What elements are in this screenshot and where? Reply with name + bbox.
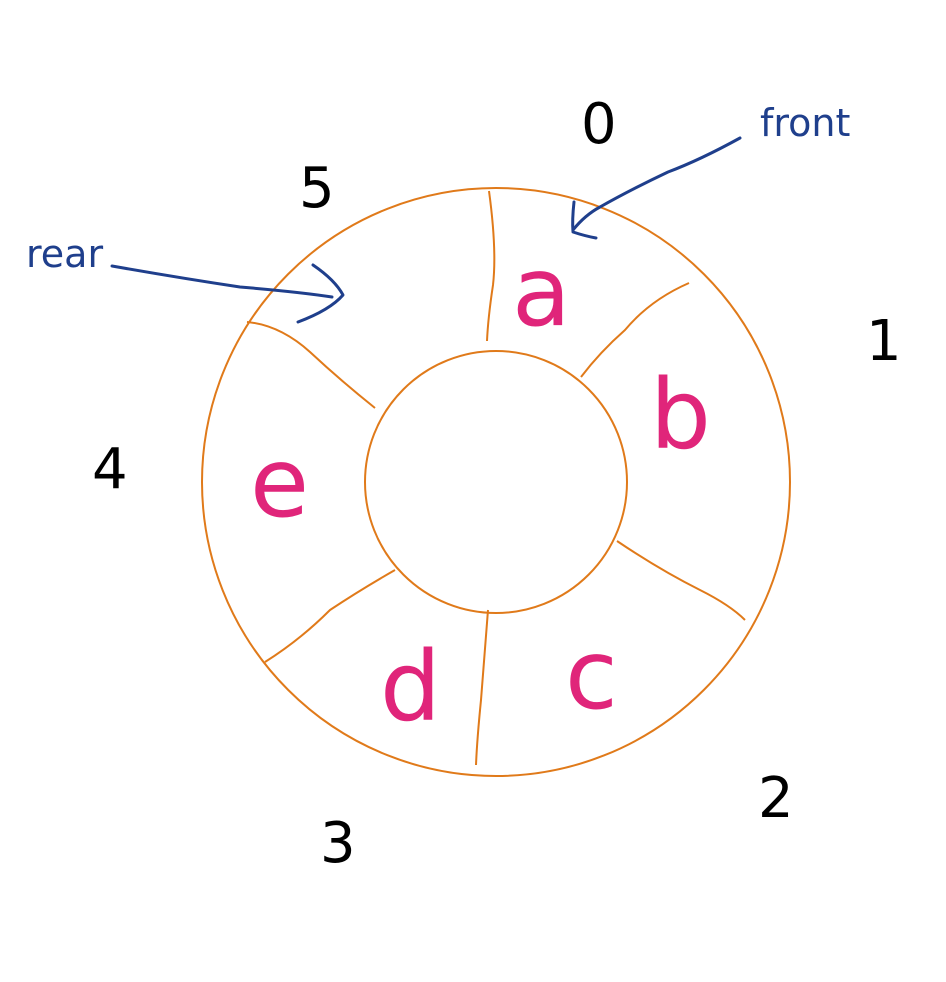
slot-value-2: c: [565, 619, 618, 731]
divider-2-3: [475, 609, 489, 766]
front-label: front: [760, 101, 850, 145]
slot-value-0: a: [512, 236, 571, 348]
front-arrow-shaft: [571, 136, 742, 232]
front-arrow-head: [571, 200, 598, 240]
divider-4-5: [246, 321, 376, 409]
inner-ring: [364, 350, 628, 614]
index-label-3: 3: [320, 811, 356, 876]
divider-0-1: [580, 282, 690, 378]
index-label-4: 4: [92, 437, 128, 502]
slot-value-4: e: [250, 427, 309, 539]
index-label-0: 0: [581, 92, 617, 157]
divider-3-4: [264, 569, 396, 663]
slot-value-3: d: [380, 631, 441, 743]
rear-arrow-shaft: [110, 264, 334, 299]
index-label-1: 1: [866, 309, 902, 374]
rear-arrow-head: [296, 263, 345, 324]
divider-5-0: [486, 190, 496, 342]
index-label-2: 2: [758, 766, 794, 831]
divider-1-2: [616, 540, 746, 621]
rear-label: rear: [26, 232, 103, 276]
outer-ring: [201, 187, 791, 777]
slot-value-1: b: [650, 359, 711, 471]
index-label-5: 5: [299, 156, 335, 221]
